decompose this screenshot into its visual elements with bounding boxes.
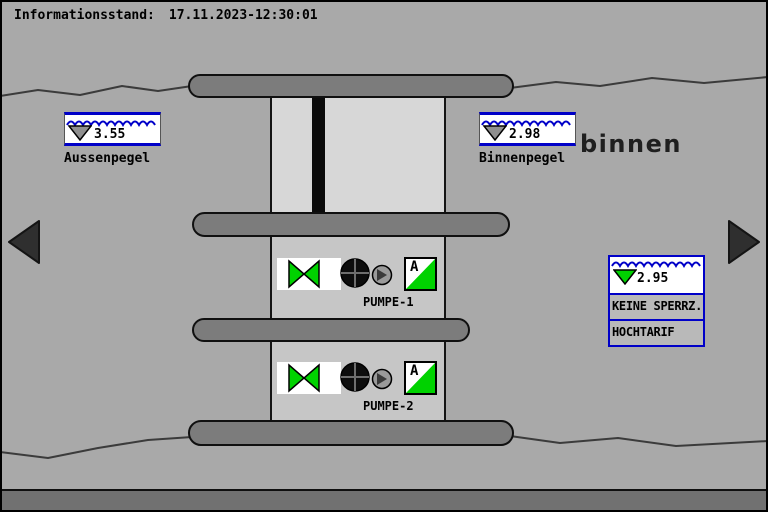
auto-mode-button[interactable]: A [404, 257, 437, 291]
valve-icon[interactable] [287, 259, 321, 289]
aussenpegel-label: Aussenpegel [64, 151, 151, 166]
pump-icon[interactable] [339, 361, 371, 393]
upper-chamber [272, 98, 444, 212]
water-wave-icon [66, 120, 156, 127]
terrain-top-right [509, 76, 768, 89]
binnen-logo: binnen [580, 130, 682, 158]
auto-mode-button[interactable]: A [404, 361, 437, 395]
check-valve-icon [371, 264, 393, 286]
terrain-bottom-right [509, 435, 768, 447]
level-marker-icon [483, 125, 507, 141]
aussenpegel-gauge: 3.55 [64, 112, 161, 146]
wall-beam-top [188, 74, 514, 98]
valve-icon[interactable] [287, 363, 321, 393]
binnen-level-value: 2.95 [637, 271, 669, 286]
info-header: Informationsstand: 17.11.2023-12:30:01 [14, 8, 318, 23]
binnen-level-gauge: 2.95 [608, 255, 705, 295]
auto-state-icon [406, 363, 435, 393]
wall-beam-third [192, 318, 470, 342]
aussenpegel-value: 3.55 [94, 127, 126, 142]
pump-1-group: A PUMPE-1 [277, 257, 447, 312]
auto-state-icon [406, 259, 435, 289]
status-sperrzeit-text: KEINE SPERRZ. [612, 299, 703, 313]
level-marker-icon [68, 125, 92, 141]
level-marker-icon [613, 269, 637, 285]
wall-beam-second [192, 212, 510, 237]
terrain-bottom-left [0, 436, 193, 459]
water-wave-icon [611, 261, 701, 268]
gate-bar [312, 98, 325, 212]
status-row-sperrzeit: KEINE SPERRZ. [608, 293, 705, 321]
info-label: Informationsstand: [14, 8, 155, 23]
pump-icon[interactable] [339, 257, 371, 289]
status-tarif-text: HOCHTARIF [612, 325, 675, 339]
ground-strip [0, 489, 768, 512]
pump-label: PUMPE-2 [363, 399, 414, 413]
info-timestamp: 17.11.2023-12:30:01 [168, 8, 318, 23]
terrain-top-left [0, 85, 193, 97]
wall-beam-bottom [188, 420, 514, 446]
auto-mode-letter: A [410, 259, 419, 275]
pump-label: PUMPE-1 [363, 295, 414, 309]
water-wave-icon [481, 120, 571, 127]
status-panel: 2.95 KEINE SPERRZ. HOCHTARIF [608, 255, 705, 347]
pump-2-group: A PUMPE-2 [277, 361, 447, 416]
check-valve-icon [371, 368, 393, 390]
auto-mode-letter: A [410, 363, 419, 379]
status-row-tarif: HOCHTARIF [608, 319, 705, 347]
binnenpegel-label: Binnenpegel [479, 151, 566, 166]
binnenpegel-value: 2.98 [509, 127, 541, 142]
binnenpegel-gauge: 2.98 [479, 112, 576, 146]
nav-arrow-left[interactable] [7, 219, 41, 265]
nav-arrow-right[interactable] [727, 219, 761, 265]
